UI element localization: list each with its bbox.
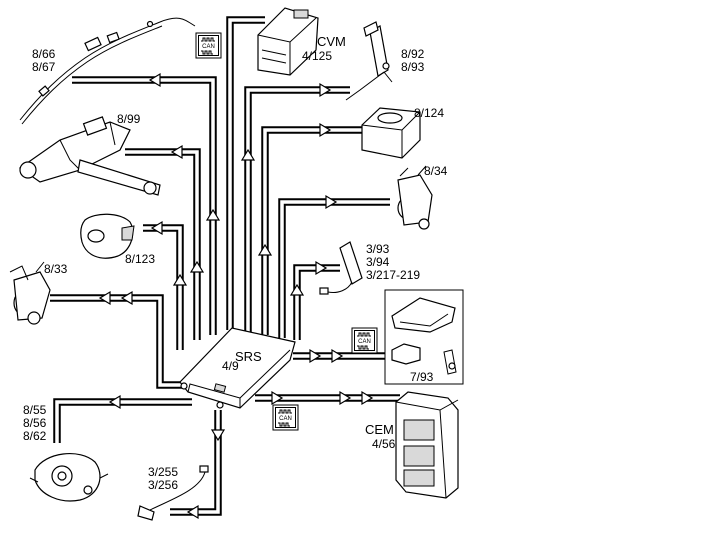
arrow-left-icon [150, 220, 163, 236]
label-seat-right-ref: 8/34 [424, 164, 448, 178]
srs-control-module [179, 327, 296, 409]
label-line: 3/217-219 [366, 268, 420, 282]
arrow-right-icon [319, 122, 332, 138]
can-label: CAN [202, 44, 215, 50]
label-cem-name: CEM [365, 422, 394, 437]
arrow-right-icon [319, 82, 332, 98]
arrow-up-icon [172, 273, 188, 286]
driver-airbag [80, 213, 135, 259]
direction-arrows [98, 72, 374, 520]
label-cem-ref: 4/56 [372, 437, 396, 451]
wire-front-sensors [53, 398, 192, 443]
label-line: 3/255 [148, 465, 178, 479]
label-cvm-ref: 4/125 [302, 49, 332, 63]
wire-buckle [170, 410, 222, 516]
can-bus-symbol: CAN [351, 327, 378, 354]
label-passenger-airbag-ref: 8/124 [414, 106, 444, 120]
arrow-right-icon [361, 390, 374, 406]
label-airbag-ref: 8/123 [125, 252, 155, 266]
label-line: 8/55 [23, 403, 47, 417]
arrow-right-icon [331, 348, 344, 364]
arrow-right-icon [315, 260, 328, 276]
arrow-left-icon [120, 290, 133, 306]
arrow-right-icon [325, 194, 338, 210]
label-line: 8/67 [32, 60, 56, 74]
can-bus-symbol: CAN [195, 32, 222, 59]
label-line: 3/93 [366, 242, 390, 256]
cvm-module [257, 7, 319, 76]
label-line: 8/62 [23, 429, 47, 443]
wire-belt-tensioner [244, 86, 350, 333]
label-line: 3/256 [148, 478, 178, 492]
wire-seat-right [278, 198, 390, 338]
label-line: 3/94 [366, 255, 390, 269]
seat-belt-retractor-left [9, 261, 51, 325]
seat-position-sensor [319, 241, 363, 295]
side-curtain-harness [19, 17, 196, 125]
arrow-left-icon [186, 504, 199, 520]
steering-column [18, 116, 161, 196]
wire-steering-column [125, 148, 201, 340]
arrow-up-icon [240, 148, 256, 161]
label-srs-ref: 4/9 [222, 359, 239, 373]
arrow-right-icon [339, 390, 352, 406]
label-line: 8/93 [401, 60, 425, 74]
label-occupant-sensor-ref: 7/93 [410, 370, 434, 384]
wire-cvm [226, 16, 265, 330]
arrow-up-icon [289, 283, 305, 296]
buckle-sensor [137, 465, 209, 521]
seat-belt-tensioner [345, 21, 393, 101]
label-line: 8/66 [32, 47, 56, 61]
can-label: CAN [279, 416, 292, 422]
arrow-left-icon [108, 394, 121, 410]
front-sensor-assembly [29, 453, 109, 502]
label-srs-name: SRS [235, 349, 262, 364]
seat-belt-retractor-right [397, 165, 433, 230]
arrow-right-icon [271, 390, 284, 406]
arrow-right-icon [309, 348, 322, 364]
wire-seat-sensor [293, 264, 340, 340]
passenger-airbag [361, 107, 421, 159]
arrow-left-icon [170, 144, 183, 160]
label-line: 8/92 [401, 47, 425, 61]
arrow-up-icon [205, 208, 221, 221]
arrow-up-icon [257, 243, 273, 256]
label-steering-column-ref: 8/99 [117, 112, 141, 126]
label-line: 8/56 [23, 416, 47, 430]
arrow-down-icon [210, 429, 226, 442]
wire-harness [72, 76, 217, 335]
label-cvm-name: CVM [317, 34, 346, 49]
can-label: CAN [358, 339, 371, 345]
arrow-up-icon [189, 260, 205, 273]
occupant-sensor-group [384, 289, 464, 385]
arrow-left-icon [148, 72, 161, 88]
can-bus-symbol: CAN [272, 404, 299, 431]
wire-seat-left [50, 294, 185, 389]
label-seat-left-ref: 8/33 [44, 262, 68, 276]
cem-module [395, 391, 459, 499]
arrow-left-icon [98, 290, 111, 306]
